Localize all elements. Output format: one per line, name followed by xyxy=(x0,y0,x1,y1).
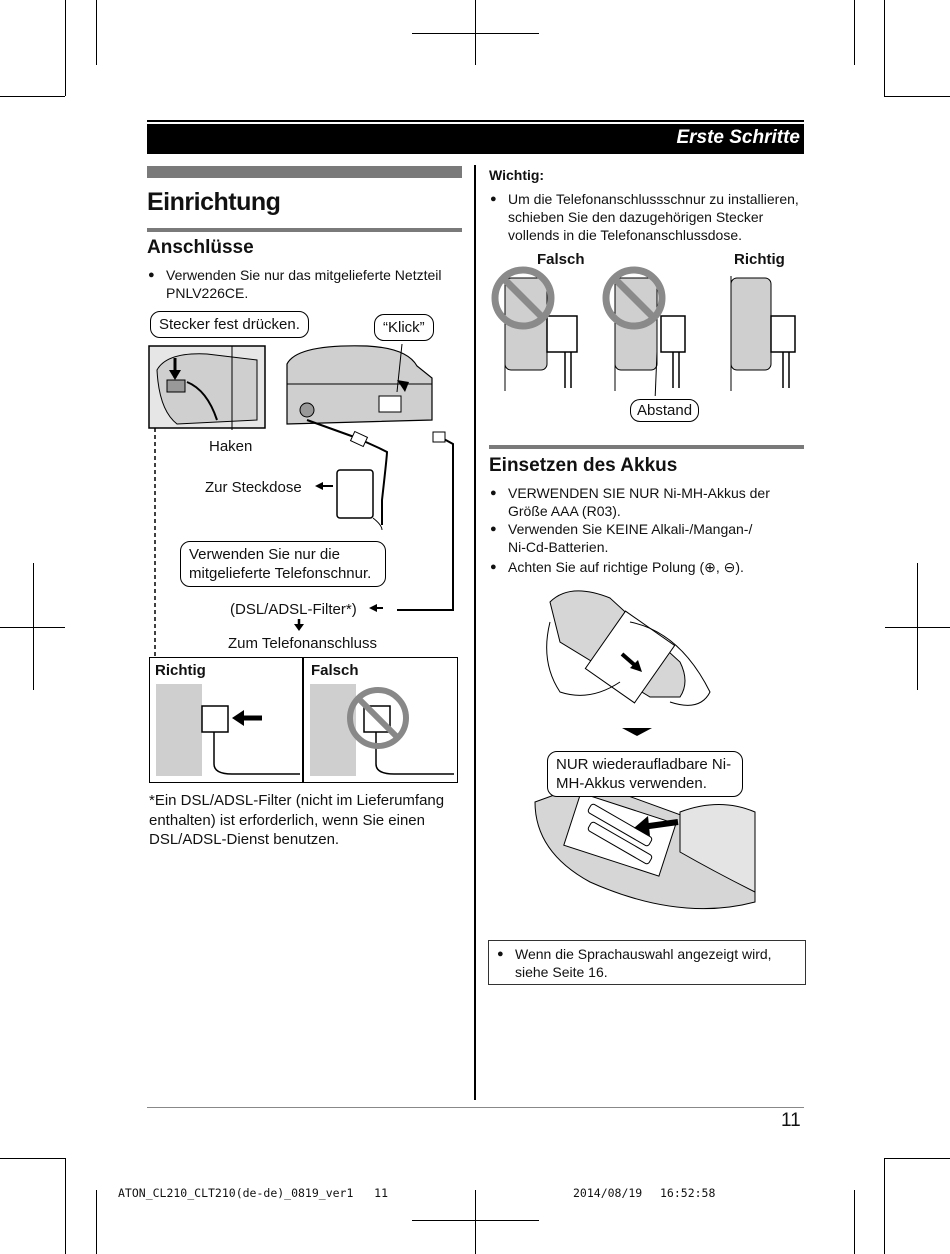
page-number: 11 xyxy=(781,1110,801,1131)
label-telefonanschluss: Zum Telefonanschluss xyxy=(228,635,377,652)
plug-comparison-box xyxy=(149,657,458,783)
header-rule xyxy=(147,120,804,122)
crop-mark xyxy=(854,0,855,65)
crop-mark xyxy=(65,0,66,96)
label-richtig: Richtig xyxy=(155,662,206,679)
bullet-akku-2: Verwenden Sie KEINE Alkali-/Mangan-/ Ni-… xyxy=(490,520,758,556)
footer-rule xyxy=(147,1107,804,1108)
crop-mark xyxy=(96,1190,97,1254)
footer-time: 16:52:58 xyxy=(660,1186,716,1200)
crop-mark xyxy=(33,563,34,690)
box-divider xyxy=(302,657,304,782)
label-steckdose: Zur Steckdose xyxy=(205,479,302,496)
label-haken: Haken xyxy=(209,438,253,455)
title-bar xyxy=(147,166,462,178)
callout-klick: “Klick” xyxy=(374,314,434,341)
callout-stecker: Stecker fest drücken. xyxy=(150,311,309,338)
plug-correct-illustration xyxy=(156,684,300,776)
callout-telefonschnur: Verwenden Sie nur die mitgelieferte Tele… xyxy=(180,541,386,587)
connection-diagram xyxy=(148,343,454,658)
crop-mark xyxy=(884,1158,950,1159)
label-filter: (DSL/ADSL-Filter*) xyxy=(230,601,357,618)
section-rule xyxy=(489,445,804,449)
important-heading: Wichtig: xyxy=(489,167,545,183)
plug-wrong-illustration xyxy=(310,684,454,776)
crop-mark xyxy=(884,0,885,96)
page-title: Einrichtung xyxy=(147,188,281,216)
label-wrong-plug: Falsch xyxy=(537,251,585,268)
footer-date: 2014/08/19 xyxy=(573,1186,643,1200)
crop-mark xyxy=(0,627,65,628)
label-falsch: Falsch xyxy=(311,662,359,679)
footer-filename: ATON_CL210_CLT210(de-de)_0819_ver1 11 xyxy=(118,1186,389,1200)
crop-mark xyxy=(65,1158,66,1254)
bullet-akku-3: Achten Sie auf richtige Polung (⊕, ⊖). xyxy=(490,558,788,576)
crop-mark xyxy=(475,1190,476,1254)
column-divider xyxy=(474,165,476,1100)
section-title: Erste Schritte xyxy=(676,127,800,148)
battery-insertion-illustration xyxy=(534,590,756,910)
crop-mark xyxy=(0,96,65,97)
crop-mark xyxy=(0,1158,65,1159)
crop-mark xyxy=(854,1190,855,1254)
callout-akku: NUR wiederaufladbare Ni-MH-Akkus verwend… xyxy=(547,751,743,797)
bullet-important: Um die Telefonanschlussschnur zu install… xyxy=(490,190,800,244)
section-heading-akkus: Einsetzen des Akkus xyxy=(489,455,678,476)
section-header-bar xyxy=(147,124,804,154)
crop-mark xyxy=(884,1158,885,1254)
crop-mark xyxy=(884,96,950,97)
label-correct-plug: Richtig xyxy=(734,251,785,268)
crop-mark xyxy=(96,0,97,65)
title-underline xyxy=(147,228,462,232)
crop-mark xyxy=(475,0,476,65)
label-abstand: Abstand xyxy=(630,399,700,422)
footnote-dsl: *Ein DSL/ADSL-Filter (nicht im Lieferumf… xyxy=(149,792,445,848)
crop-mark xyxy=(917,563,918,690)
note-box xyxy=(488,940,806,985)
note-sprachauswahl: Wenn die Sprachauswahl angezeigt wird, s… xyxy=(497,945,795,981)
section-heading: Anschlüsse xyxy=(147,237,254,258)
bullet-netzteil: Verwenden Sie nur das mitgelieferte Netz… xyxy=(148,266,456,302)
bullet-akku-1: VERWENDEN SIE NUR Ni-MH-Akkus der Größe … xyxy=(490,484,788,520)
socket-comparison-illustration xyxy=(491,266,796,396)
